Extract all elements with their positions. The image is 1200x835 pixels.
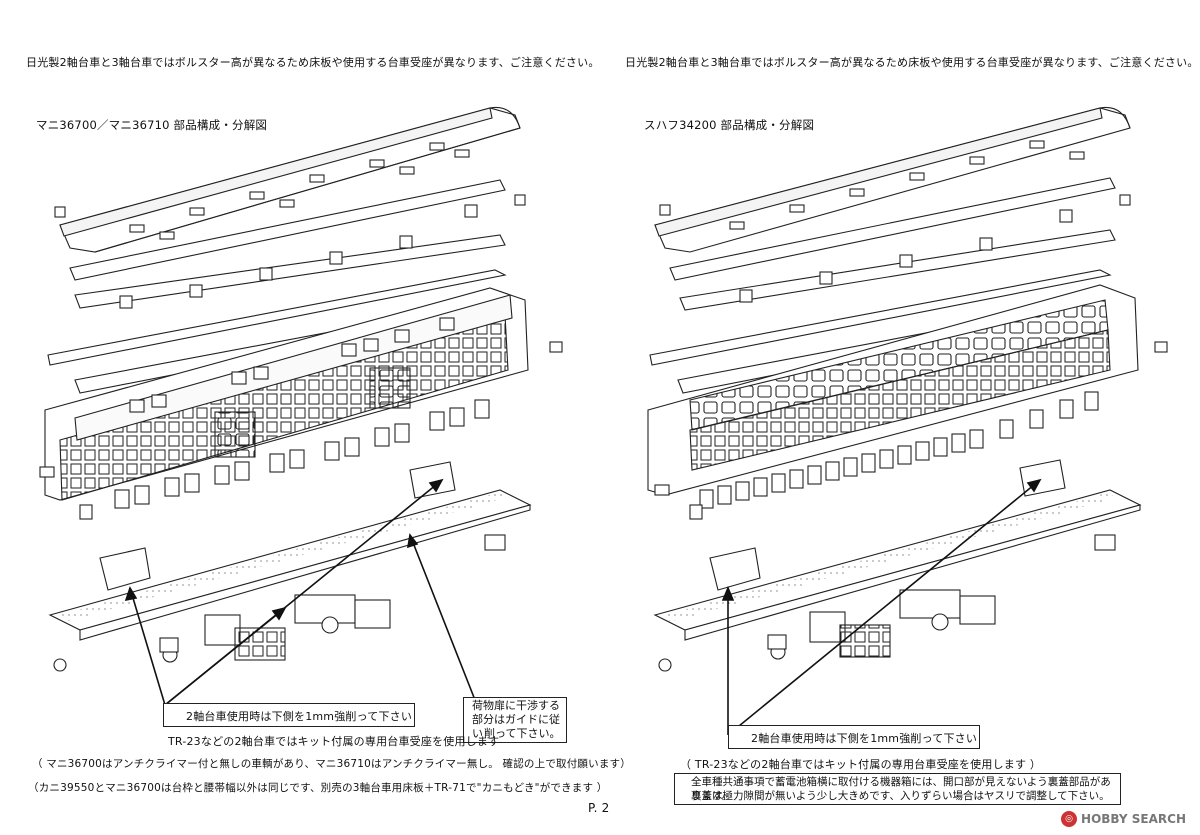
left-note-3: （カニ39550とマニ36700は台枠と腰帯幅以外は同じです、別売の3軸台車用床… (28, 782, 608, 794)
left-callout-main: 2軸台車使用時は下側を1mm強削って下さい (163, 703, 415, 727)
right-exploded-diagram (647, 106, 1168, 672)
right-note-box: 全車種共通事項で蓄電池箱横に取付ける機器箱には、開口部が見えないよう裏蓋部品があ… (674, 773, 1121, 805)
left-underfloor-equipment (39, 341, 563, 672)
left-callout-side-line1: 荷物扉に干渉する (472, 699, 560, 712)
left-rain-gutter (47, 269, 507, 366)
left-loose-windows (79, 399, 490, 520)
hobby-search-logo-icon: ◎ (1061, 811, 1078, 827)
watermark-text: HOBBY SEARCH (1081, 812, 1186, 826)
right-roof-board-2 (679, 229, 1116, 311)
page-number: P. 2 (588, 801, 610, 815)
left-roof-board-2 (74, 234, 506, 309)
left-exploded-diagram (39, 106, 563, 672)
left-callout-main-text: 2軸台車使用時は下側を1mm強削って下さい (186, 710, 413, 723)
left-roof (59, 106, 521, 253)
right-underfloor-equipment (654, 341, 1168, 672)
right-roof (654, 106, 1131, 253)
right-callout-main-text: 2軸台車使用時は下側を1mm強削って下さい (751, 732, 978, 745)
left-callout-side-line3: 削って下さい。 (484, 727, 561, 740)
left-note-2: （ マニ36700はアンチクライマー付と無しの車輌があり、マニ36710はアンチ… (32, 758, 631, 770)
right-vents-row (659, 140, 1085, 230)
left-floor (48, 461, 532, 641)
right-loose-windows (689, 391, 1099, 520)
right-title: スハフ34200 部品構成・分解図 (644, 118, 815, 132)
left-note-1: TR-23などの2軸台車ではキット付属の専用台車受座を使用します (168, 735, 500, 748)
left-title: マニ36700／マニ36710 部品構成・分解図 (36, 118, 268, 132)
left-roof-board-1 (69, 179, 506, 281)
right-header: 日光製2軸台車と3軸台車ではボルスター高が異なるため床板や使用する台車受座が異な… (625, 56, 1199, 69)
left-callout-side-line2: 部分はガイドに従い (472, 713, 560, 740)
left-header: 日光製2軸台車と3軸台車ではボルスター高が異なるため床板や使用する台車受座が異な… (26, 56, 600, 69)
left-callout-arrows (124, 478, 476, 706)
left-car-body (44, 287, 529, 501)
right-roof-board-1 (669, 177, 1116, 281)
right-callout-main: 2軸台車使用時は下側を1mm強削って下さい (728, 725, 980, 749)
watermark: ◎ HOBBY SEARCH (1061, 811, 1186, 827)
right-callout-arrows (721, 478, 1042, 736)
left-callout-side: 荷物扉に干渉する 部分はガイドに従い 削って下さい。 (463, 697, 567, 743)
right-note-box-line1: 全車種共通事項で蓄電池箱横に取付ける機器箱には、開口部が見えないよう裏蓋部品があ… (691, 776, 1111, 802)
right-floor (653, 459, 1142, 641)
right-car-body (647, 284, 1139, 496)
left-vents-row (129, 142, 470, 240)
right-note-1: （ TR-23などの2軸台車ではキット付属の専用台車受座を使用します ） (680, 758, 1042, 771)
right-note-box-line2: 裏蓋は極力隙間が無いよう少し大きめです、入りずらい場合はヤスリで調整して下さい。 (691, 790, 1110, 802)
left-ventilators (54, 194, 526, 309)
right-rain-gutter (649, 269, 1112, 366)
right-ventilators (739, 194, 1131, 303)
